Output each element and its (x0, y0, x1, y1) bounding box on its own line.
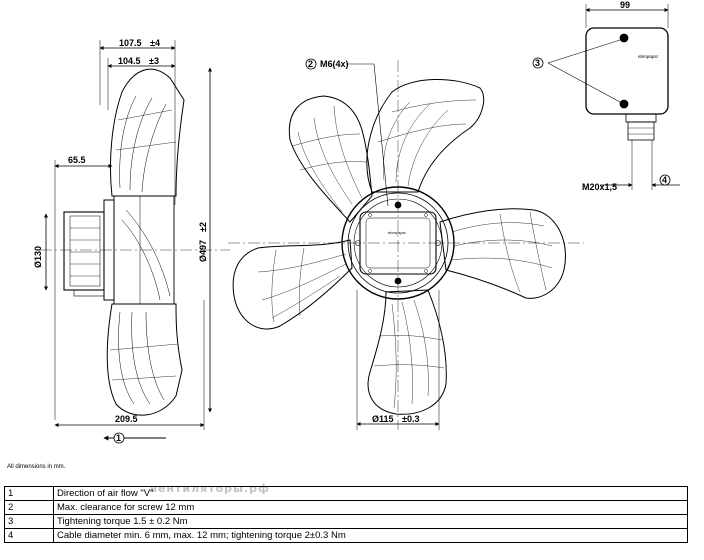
label-cable-gland: M20x1,5 (582, 182, 617, 192)
legend-table: 1 Direction of air flow "V" 2 Max. clear… (4, 486, 688, 543)
callout-cable: 4 (662, 175, 667, 185)
legend-number: 1 (4, 486, 54, 501)
legend-text: Cable diameter min. 6 mm, max. 12 mm; ti… (53, 528, 688, 543)
legend-row: 4 Cable diameter min. 6 mm, max. 12 mm; … (4, 528, 688, 543)
legend-number: 4 (4, 528, 54, 543)
dim-bolt-circle: Ø115 (372, 414, 394, 424)
dim-fan-diameter-tol: ±2 (198, 222, 208, 232)
legend-number: 2 (4, 500, 54, 515)
callout-airflow: 1 (116, 433, 121, 443)
callout-mount: 2 (308, 59, 313, 69)
hub-brand-label: ebmpapst (388, 230, 406, 235)
dim-width-top-tol: ±4 (150, 38, 160, 48)
box-brand-label: ebmpapst (638, 54, 659, 59)
legend-text: Tightening torque 1.5 ± 0.2 Nm (53, 514, 688, 529)
front-view (228, 58, 584, 430)
legend-row: 1 Direction of air flow "V" (4, 486, 688, 501)
legend-text: Direction of air flow "V" (53, 486, 688, 501)
dim-depth: 65.5 (68, 155, 86, 165)
legend-row: 3 Tightening torque 1.5 ± 0.2 Nm (4, 514, 688, 529)
dim-bolt-circle-tol: ±0.3 (402, 414, 419, 424)
dim-width-second: 104.5 (118, 56, 141, 66)
terminal-box-view (532, 4, 680, 190)
technical-drawing: 107.5 ±4 104.5 ±3 65.5 Ø130 Ø497 ±2 209.… (33, 0, 680, 444)
dim-width-top: 107.5 (119, 38, 142, 48)
label-mount-thread: M6(4x) (320, 59, 349, 69)
dimension-note: All dimensions in mm. (7, 464, 66, 470)
dim-overall-length: 209.5 (115, 414, 138, 424)
dim-box-width: 99 (620, 0, 630, 10)
side-view (40, 40, 230, 444)
legend-row: 2 Max. clearance for screw 12 mm (4, 500, 688, 515)
callout-screws: 3 (535, 58, 540, 68)
dim-hub-diameter: Ø130 (33, 246, 43, 268)
dim-width-second-tol: ±3 (149, 56, 159, 66)
dim-fan-diameter: Ø497 (198, 240, 208, 262)
legend-number: 3 (4, 514, 54, 529)
legend-text: Max. clearance for screw 12 mm (53, 500, 688, 515)
